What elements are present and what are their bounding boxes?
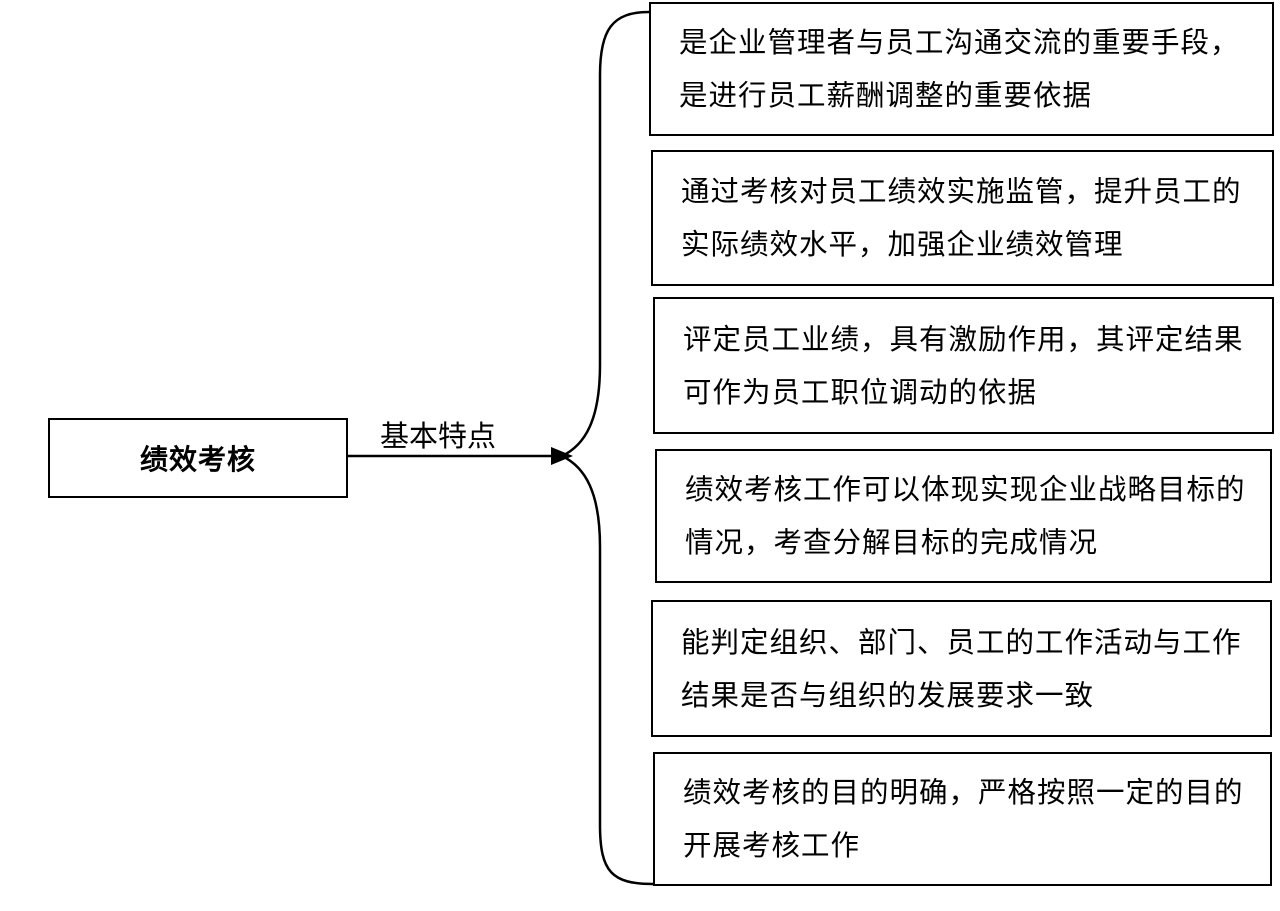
feature-box: 绩效考核的目的明确，严格按照一定的目的开展考核工作: [653, 752, 1272, 886]
feature-box: 能判定组织、部门、员工的工作活动与工作结果是否与组织的发展要求一致: [651, 600, 1272, 737]
feature-text: 是企业管理者与员工沟通交流的重要手段，是进行员工薪酬调整的重要依据: [679, 26, 1240, 112]
feature-text: 能判定组织、部门、员工的工作活动与工作结果是否与组织的发展要求一致: [681, 625, 1242, 712]
feature-text: 评定员工业绩，具有激励作用，其评定结果可作为员工职位调动的依据: [683, 322, 1244, 409]
root-node-label: 绩效考核: [139, 443, 256, 476]
feature-box: 是企业管理者与员工沟通交流的重要手段，是进行员工薪酬调整的重要依据: [649, 2, 1274, 136]
feature-text: 绩效考核的目的明确，严格按照一定的目的开展考核工作: [683, 776, 1244, 862]
feature-box: 评定员工业绩，具有激励作用，其评定结果可作为员工职位调动的依据: [653, 297, 1274, 434]
edge-label: 基本特点: [380, 419, 497, 453]
feature-text: 绩效考核工作可以体现实现企业战略目标的情况，考查分解目标的完成情况: [685, 473, 1246, 559]
feature-box: 绩效考核工作可以体现实现企业战略目标的情况，考查分解目标的完成情况: [655, 449, 1272, 583]
feature-text: 通过考核对员工绩效实施监管，提升员工的实际绩效水平，加强企业绩效管理: [681, 175, 1242, 261]
curly-brace: [559, 10, 654, 886]
feature-box: 通过考核对员工绩效实施监管，提升员工的实际绩效水平，加强企业绩效管理: [651, 150, 1274, 286]
root-node: 绩效考核: [48, 418, 348, 498]
